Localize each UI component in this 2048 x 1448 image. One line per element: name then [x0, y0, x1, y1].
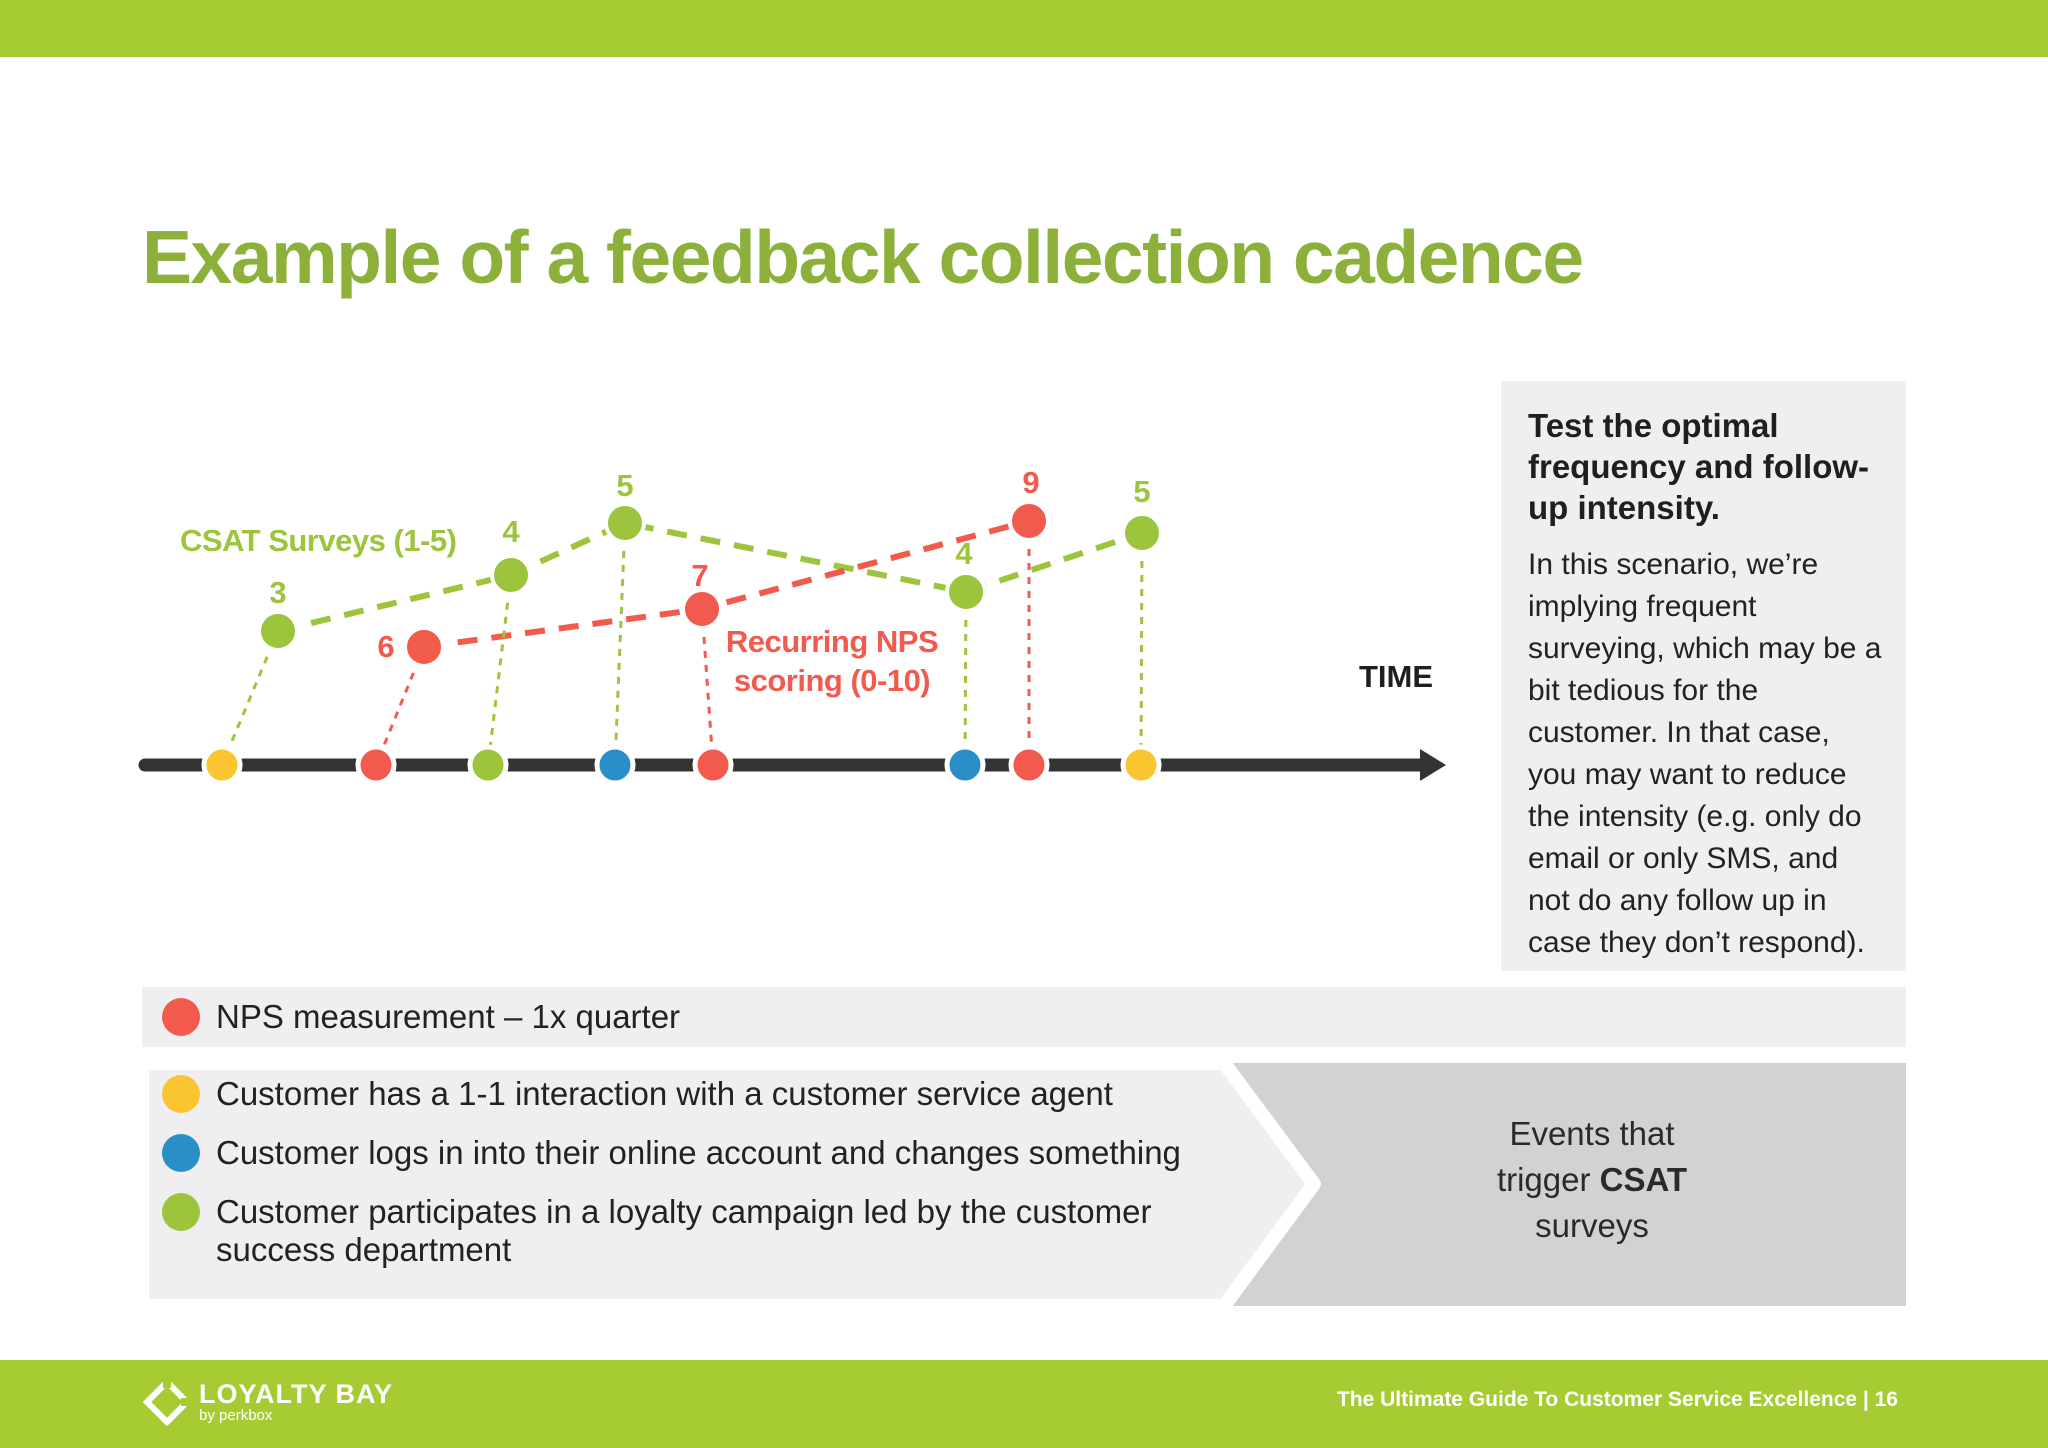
list-item: Customer has a 1-1 interaction with a cu… [162, 1075, 1242, 1113]
csat-dropline [963, 591, 968, 766]
legend-event-text: Customer participates in a loyalty campa… [216, 1193, 1152, 1268]
nps-score-label: 7 [691, 558, 708, 593]
event-dot-interaction [201, 744, 243, 786]
csat-score-label: 5 [1133, 474, 1150, 509]
list-item: Customer participates in a loyalty campa… [162, 1193, 1242, 1269]
page-title: Example of a feedback collection cadence [142, 215, 1584, 299]
legend-csat-events: Customer has a 1-1 interaction with a cu… [142, 1063, 1906, 1306]
loyalty-bay-logo: LOYALTY BAY by perkbox [143, 1378, 393, 1426]
trigger-prefix: trigger [1496, 1161, 1600, 1198]
nps-score-dot [1008, 500, 1050, 542]
csat-dropline [1139, 532, 1144, 766]
trigger-line-1: Events that [1509, 1115, 1675, 1152]
csat-trigger-label: Events that trigger CSAT surveys [1442, 1111, 1742, 1249]
csat-score-dot [490, 554, 532, 596]
nps-dropline [700, 608, 715, 766]
nps-score-dot [681, 588, 723, 630]
event-dot-nps [692, 744, 734, 786]
nps-score-dot [403, 626, 445, 668]
csat-events-background [142, 1063, 1906, 1306]
events-arrow-shape [142, 1063, 1321, 1306]
event-dot-login [594, 744, 636, 786]
csat-dropline [220, 630, 280, 766]
trigger-line-3: surveys [1535, 1207, 1649, 1244]
csat-dropline [613, 522, 627, 766]
trigger-bold: CSAT [1599, 1161, 1688, 1198]
tip-panel: Test the optimal frequency and follow-up… [1501, 381, 1906, 971]
event-dot-nps [1008, 744, 1050, 786]
csat-score-label: 5 [616, 468, 633, 503]
csat-score-label: 3 [269, 575, 286, 610]
footer-bar: LOYALTY BAY by perkbox The Ultimate Guid… [0, 1360, 2048, 1448]
nps-dot-icon [162, 998, 200, 1036]
top-banner [0, 0, 2048, 57]
csat-event-list: Customer has a 1-1 interaction with a cu… [162, 1075, 1242, 1290]
tip-body: In this scenario, we’re implying frequen… [1528, 548, 1882, 959]
legend-event-text: Customer logs in into their online accou… [216, 1134, 1181, 1171]
footer-page-text: The Ultimate Guide To Customer Service E… [1336, 1388, 1898, 1411]
time-axis-arrowhead [1420, 749, 1446, 781]
legend-nps-row: NPS measurement – 1x quarter [142, 987, 1906, 1047]
legend-event-text: Customer has a 1-1 interaction with a cu… [216, 1075, 1113, 1112]
logo-name: LOYALTY BAY [199, 1379, 394, 1409]
event-dot-nps [355, 744, 397, 786]
csat-score-dot [945, 571, 987, 613]
interaction-dot-icon [162, 1075, 200, 1113]
csat-dropline [486, 574, 513, 766]
nps-score-label: 9 [1022, 465, 1039, 500]
event-dot-interaction [1120, 744, 1162, 786]
nps-series-label-line1: Recurring NPS [726, 624, 938, 659]
list-item: Customer logs in into their online accou… [162, 1134, 1242, 1172]
csat-score-dot [1121, 512, 1163, 554]
csat-series-label: CSAT Surveys (1-5) [180, 523, 456, 558]
trigger-line-2: trigger CSAT [1442, 1157, 1742, 1203]
nps-series-label-line2: scoring (0-10) [734, 663, 930, 698]
csat-score-dot [257, 610, 299, 652]
legend-nps-text: NPS measurement – 1x quarter [216, 998, 681, 1036]
logo-wordmark: LOYALTY BAY by perkbox [199, 1380, 393, 1424]
nps-score-label: 6 [377, 629, 394, 664]
csat-score-label: 4 [502, 514, 520, 549]
event-dot-loyalty [467, 744, 509, 786]
csat-score-dot [604, 502, 646, 544]
csat-score-label: 4 [955, 536, 973, 571]
logo-sub: by perkbox [199, 1407, 273, 1424]
login-dot-icon [162, 1134, 200, 1172]
time-axis-label: TIME [1359, 659, 1433, 694]
event-dot-login [944, 744, 986, 786]
tip-heading: Test the optimal frequency and follow-up… [1528, 407, 1870, 526]
loyalty-dot-icon [162, 1193, 200, 1231]
logo-mark-icon [143, 1378, 191, 1426]
cadence-diagram: 3 4 5 4 5 6 7 9 CSAT Surveys (1-5) Recur… [138, 465, 1446, 786]
